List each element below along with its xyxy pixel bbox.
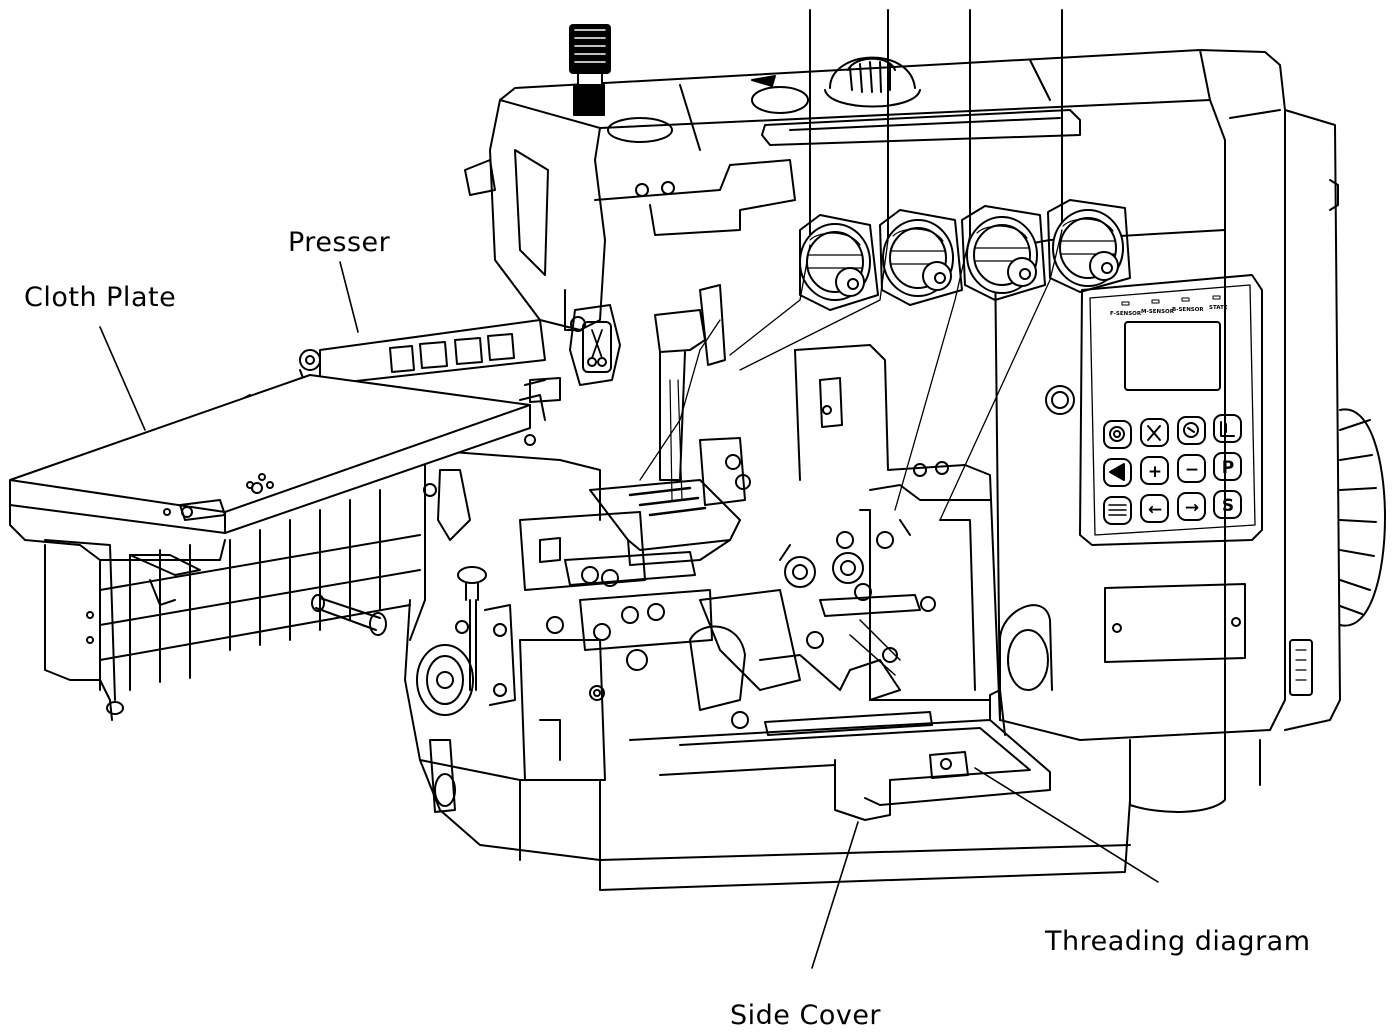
indicator-state: STATE xyxy=(1209,305,1228,311)
svg-text:→: → xyxy=(1185,498,1199,518)
callout-threading-diagram: Threading diagram xyxy=(1045,926,1311,957)
leader-cloth-plate xyxy=(99,326,146,431)
left-mechanism xyxy=(311,449,713,813)
panel-keys-row-1 xyxy=(1103,414,1242,449)
tension-dial-1 xyxy=(799,214,879,311)
callout-side-cover: Side Cover xyxy=(730,1000,882,1031)
center-mechanism xyxy=(564,229,1063,729)
indicator-b-sensor: B-SENSOR xyxy=(1172,307,1204,313)
callout-presser: Presser xyxy=(288,227,391,258)
tension-dial-2 xyxy=(879,209,963,306)
svg-text:P: P xyxy=(1222,458,1234,478)
indicator-f-sensor: F-SENSOR xyxy=(1110,311,1142,317)
front-lower-right xyxy=(999,385,1313,721)
panel-keys-row-2: + − P xyxy=(1103,452,1242,487)
indicator-m-sensor: M-SENSOR xyxy=(1141,309,1175,315)
panel-keys-row-3: ← → S xyxy=(1103,490,1242,525)
svg-text:S: S xyxy=(1222,496,1234,516)
leader-side-cover xyxy=(811,821,859,969)
tension-dial-3 xyxy=(961,205,1046,301)
machine-body xyxy=(464,9,1386,813)
tension-dial-4 xyxy=(1047,199,1131,293)
svg-text:−: − xyxy=(1185,460,1199,480)
panel-leds xyxy=(1121,295,1221,306)
callout-cloth-plate: Cloth Plate xyxy=(24,282,177,313)
svg-text:+: + xyxy=(1148,462,1162,482)
side-cover xyxy=(629,689,1051,821)
lower-housing xyxy=(404,599,1131,891)
leader-lines xyxy=(99,261,1159,969)
leader-threading-diagram xyxy=(974,767,1159,883)
leader-presser xyxy=(339,261,359,333)
svg-text:←: ← xyxy=(1148,500,1162,520)
control-panel: F-SENSOR M-SENSOR B-SENSOR STATE + − P ←… xyxy=(1079,274,1263,546)
cloth-plate-assembly xyxy=(9,374,546,721)
tension-dials xyxy=(799,199,1131,311)
